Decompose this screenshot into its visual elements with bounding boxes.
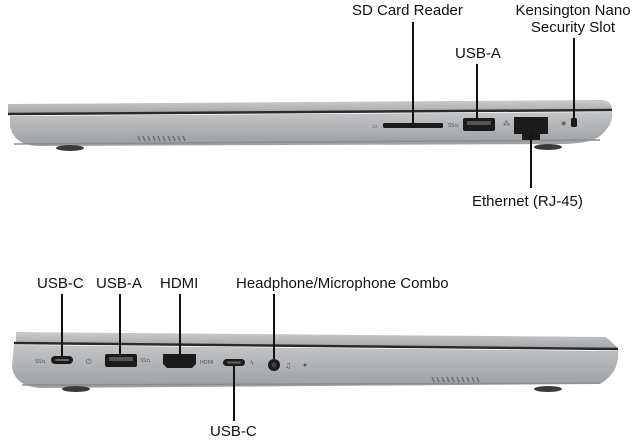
bottom-base [12, 345, 619, 388]
label-kensington-line1: Kensington Nano [515, 2, 631, 19]
label-headphone-combo: Headphone/Microphone Combo [236, 275, 449, 292]
svg-text:▭: ▭ [372, 123, 378, 130]
bottom-vent [431, 376, 480, 383]
label-hdmi: HDMI [160, 275, 199, 292]
label-top-usb-a: USB-A [455, 45, 501, 62]
svg-text:⏻: ⏻ [86, 358, 92, 366]
bottom-leader-lines [61, 294, 275, 421]
svg-text:SS⇆: SS⇆ [35, 359, 46, 365]
bottom-foot-right [534, 386, 562, 392]
bottom-seam [13, 341, 619, 351]
sd-card-slot [383, 123, 443, 128]
kensington-slot [571, 118, 577, 127]
label-sd-card-reader: SD Card Reader [352, 2, 463, 19]
label-bottom-usb-c: USB-C [210, 423, 257, 440]
label-left-usb-c: USB-C [37, 275, 84, 292]
label-kensington-line2: Security Slot [530, 19, 616, 36]
left-side-view: SS⇆ ⏻ SS⇆ HDMI ϟ ♫ [12, 294, 619, 421]
ethernet-port [514, 117, 548, 140]
bottom-foot-left [62, 386, 90, 392]
top-vent [137, 135, 186, 142]
svg-text:ϟ: ϟ [250, 360, 254, 367]
label-kensington-slot: Kensington Nano Security Slot [508, 2, 638, 36]
svg-text:SS⇆: SS⇆ [448, 123, 459, 129]
top-foot-right [534, 144, 562, 150]
right-side-view: ▭ SS⇆ ⁂ ◉ [7, 22, 613, 188]
top-seam [7, 108, 613, 116]
hdmi-port [163, 354, 196, 368]
svg-text:⁂: ⁂ [503, 120, 510, 128]
status-led [303, 363, 307, 367]
hdmi-port-mark: HDMI [200, 360, 213, 366]
svg-text:◉: ◉ [561, 120, 566, 127]
svg-text:♫: ♫ [285, 362, 291, 370]
label-ethernet: Ethernet (RJ-45) [472, 193, 583, 210]
top-foot-left [56, 145, 84, 151]
top-leader-lines [412, 22, 575, 188]
label-left-usb-a: USB-A [96, 275, 142, 292]
top-base [10, 112, 613, 146]
bottom-lid [16, 332, 618, 348]
svg-text:SS⇆: SS⇆ [140, 358, 151, 364]
